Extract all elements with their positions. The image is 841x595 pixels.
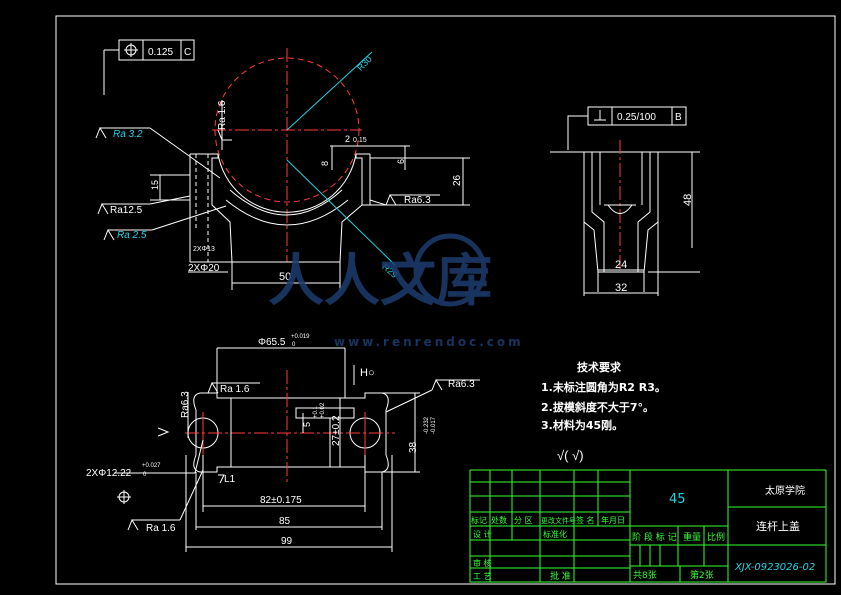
top-dim-85: 85 [279,516,291,527]
watermark-text: 人人文库 [268,249,492,314]
tb-approve: 批 准 [550,570,571,582]
side-dim-48: 48 [682,194,694,206]
title-block [469,469,827,583]
top-dim-82: 82±0.175 [260,495,302,506]
tb-review: 审 核 [473,558,492,568]
front-dim-015: 0.15 [353,137,367,144]
top-dim-38-tol2: -0.017 [431,416,437,434]
watermark-url: www.renrendoc.com [334,335,524,349]
tb-sheet-no: 第2张 [690,569,714,581]
svg-text:标记: 标记 [471,515,487,525]
top-dim-99: 99 [281,536,293,547]
tb-part-name: 连杆上盖 [756,519,800,533]
front-gdt-datum: C [184,47,191,58]
perpendicularity-symbol-icon [594,110,606,121]
top-dim-5-tol: +0.1 [313,405,319,418]
front-radius-outer: R30 [355,54,374,73]
svg-text:设 计: 设 计 [473,529,492,539]
side-gdt-tolerance: 0.25/100 [617,112,656,123]
top-ra-1: Ra 1.6 [220,384,250,395]
top-ra-bottom: Ra 1.6 [146,523,176,534]
front-ra-left-group: Ra 3.2 Ra12.5 Ra 2.5 [95,126,227,241]
side-dim-24: 24 [615,259,627,271]
svg-text:标准化: 标准化 [543,529,567,539]
tech-title: 技术要求 [577,360,622,374]
tb-headers-row2: 设 计 标准化 [473,529,567,539]
front-dim-50: 50 [279,271,291,283]
front-ra-left-3: Ra 2.5 [117,230,147,241]
front-dim-holes-small: 2XΦ13 [193,246,215,253]
svg-text:分 区: 分 区 [514,516,533,525]
svg-text:年月日: 年月日 [601,515,625,525]
side-gdt-frame: 0.25/100 B [567,106,687,150]
front-ra-left-2: Ra12.5 [110,205,143,216]
front-dim-8: 8 [320,161,330,166]
tb-headers-row1: 标记 处数 分 区 更改文件号 签 名 年月日 [471,515,625,525]
top-dim-27: 27±0.2 [331,415,342,446]
svg-text:阶 段 标 记: 阶 段 标 记 [632,531,677,543]
tb-sheets-total: 共8张 [633,570,657,581]
tb-school: 太原学院 [765,484,805,497]
front-ra-right: Ra6.3 [404,195,431,206]
watermark-logo-icon [413,233,487,307]
side-dim-32: 32 [615,282,627,294]
surface-symbol-icon: H○ [360,367,375,379]
tech-item-2: 2.拔模斜度不大于7°。 [541,400,654,414]
sheet-border [55,15,836,585]
svg-text:签 名: 签 名 [576,515,595,525]
tb-stage-labels: 阶 段 标 记 重量 比例 [632,531,725,543]
top-dim-5: 5 [302,422,312,427]
front-dim-26: 26 [452,174,463,186]
tb-process: 工 艺 [473,572,492,581]
top-ra-left: Ra6.3 [180,391,191,418]
front-dim-6: 6 [396,159,406,164]
tb-material: 45 [669,492,686,507]
svg-text:处数: 处数 [491,515,507,525]
front-dim-holes: 2XΦ20 [188,263,220,274]
svg-text:比例: 比例 [707,531,725,543]
watermark: 人人文库 www.renrendoc.com [268,233,524,349]
top-label-l1: L1 [224,474,236,485]
roughness-symbol-icon [217,129,232,141]
top-view: Φ65.5 +0.019 0 H○ Ra 1.6 Ra6.3 Ra6.3 2XΦ… [86,334,480,552]
front-body-outline [190,153,370,263]
top-dim-65: Φ65.5 [258,337,286,348]
top-ra-2: Ra6.3 [448,379,475,390]
side-gdt-datum: B [675,112,682,123]
tech-item-1: 1.未标注圆角为R2 R3。 [541,380,666,394]
side-body-outline [583,152,659,273]
top-dim-holes-tol: +0.027 [142,463,161,469]
front-dim-15: 15 [150,180,160,190]
top-dim-38-tol: -0.232 [424,416,430,434]
top-dim-holes: 2XΦ12.22 [86,468,132,479]
front-gdt-tolerance: 0.125 [148,47,173,58]
tb-drawing-no: XJX-0923026-02 [734,562,815,573]
top-dim-65-tol: +0.019 [291,334,310,340]
svg-text:更改文件号: 更改文件号 [541,516,576,525]
front-ra-left-1: Ra 3.2 [113,129,143,140]
top-dim-5-tol2: +0.02 [320,402,326,418]
top-dim-holes-tol2: 0 [143,472,147,478]
front-gdt-frame: 0.125 C [103,39,195,95]
top-dim-65-tol2: 0 [292,342,296,348]
front-dim-2: 2 [345,134,350,144]
svg-text:重量: 重量 [683,531,701,543]
top-dim-38: 38 [408,441,419,453]
tech-requirements: 技术要求 1.未标注圆角为R2 R3。 2.拔模斜度不大于7°。 3.材料为45… [541,360,666,463]
side-view: 0.25/100 B 48 24 32 [550,106,700,296]
tech-roughness-symbol: √( √) [557,448,584,463]
tech-item-3: 3.材料为45刚。 [541,418,623,432]
